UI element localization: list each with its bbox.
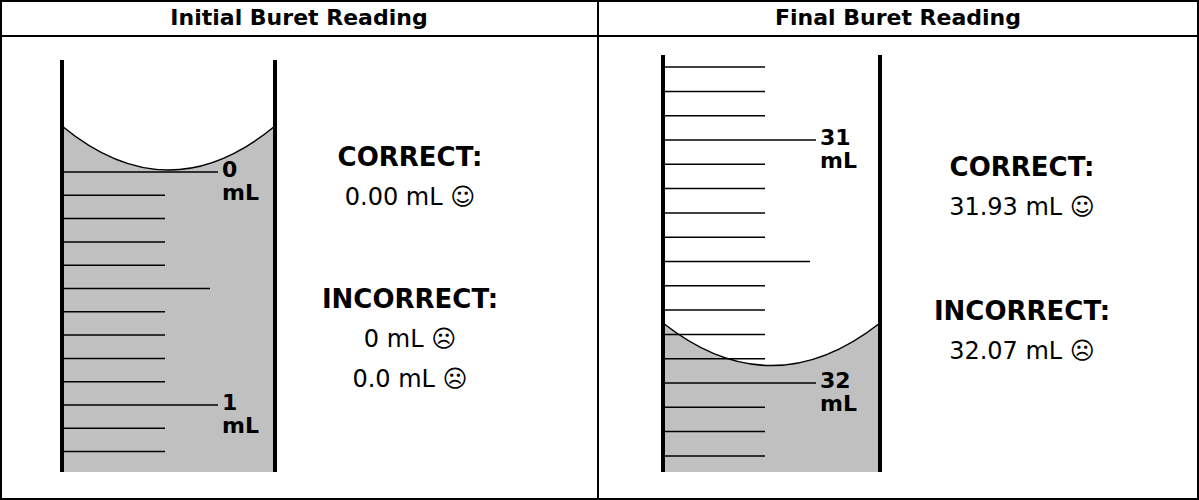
reading-value: 31.93 mL ☺ xyxy=(949,194,1095,222)
graduation-mark xyxy=(62,358,165,360)
graduation-mark xyxy=(62,311,165,313)
buret-wall xyxy=(60,60,64,472)
header-rule xyxy=(1,35,1198,37)
graduation-mark xyxy=(663,261,810,263)
column-rule xyxy=(597,1,599,499)
graduation-mark xyxy=(663,115,765,117)
buret-wall xyxy=(273,60,277,472)
graduation-mark xyxy=(663,66,765,68)
graduation-mark xyxy=(663,188,765,190)
column-header: Final Buret Reading xyxy=(775,5,1021,30)
buret-wall xyxy=(661,55,665,472)
graduation-mark xyxy=(62,288,210,290)
liquid xyxy=(62,126,275,472)
graduation-mark xyxy=(663,212,765,214)
column-header: Initial Buret Reading xyxy=(170,5,427,30)
graduation-mark xyxy=(663,407,765,409)
graduation-mark xyxy=(62,195,165,197)
reading-value: 0.0 mL ☹ xyxy=(352,366,467,394)
graduation-mark xyxy=(663,309,765,311)
verdict-heading: CORRECT: xyxy=(950,153,1095,183)
graduation-mark xyxy=(62,241,165,243)
scale-label: 0 mL xyxy=(222,158,259,204)
reading-value: 0.00 mL ☺ xyxy=(345,184,475,212)
verdict-heading: INCORRECT: xyxy=(322,285,498,315)
graduation-mark xyxy=(62,381,165,383)
graduation-mark xyxy=(663,455,765,457)
graduation-mark xyxy=(663,285,765,287)
graduation-mark xyxy=(663,236,765,238)
graduation-mark xyxy=(663,431,765,433)
scale-label: 1 mL xyxy=(222,391,259,437)
liquid xyxy=(663,323,880,472)
graduation-mark xyxy=(663,358,765,360)
graduation-mark xyxy=(62,264,165,266)
graduation-mark xyxy=(663,91,765,93)
graduation-mark xyxy=(663,164,765,166)
graduation-mark xyxy=(62,171,218,173)
graduation-mark xyxy=(62,404,218,406)
final-buret xyxy=(663,55,880,472)
reading-value: 32.07 mL ☹ xyxy=(949,338,1095,366)
meniscus xyxy=(663,323,880,366)
scale-label: 32 mL xyxy=(820,369,857,415)
graduation-mark xyxy=(663,382,816,384)
initial-buret xyxy=(62,60,275,472)
reading-value: 0 mL ☹ xyxy=(364,326,456,354)
meniscus xyxy=(62,126,275,170)
verdict-heading: INCORRECT: xyxy=(934,297,1110,327)
graduation-mark xyxy=(62,451,165,453)
verdict-heading: CORRECT: xyxy=(338,143,483,173)
graduation-mark xyxy=(663,139,816,141)
scale-label: 31 mL xyxy=(820,126,857,172)
graduation-mark xyxy=(663,334,765,336)
graduation-mark xyxy=(62,218,165,220)
graduation-mark xyxy=(62,334,165,336)
graduation-mark xyxy=(62,428,165,430)
buret-wall xyxy=(878,55,882,472)
